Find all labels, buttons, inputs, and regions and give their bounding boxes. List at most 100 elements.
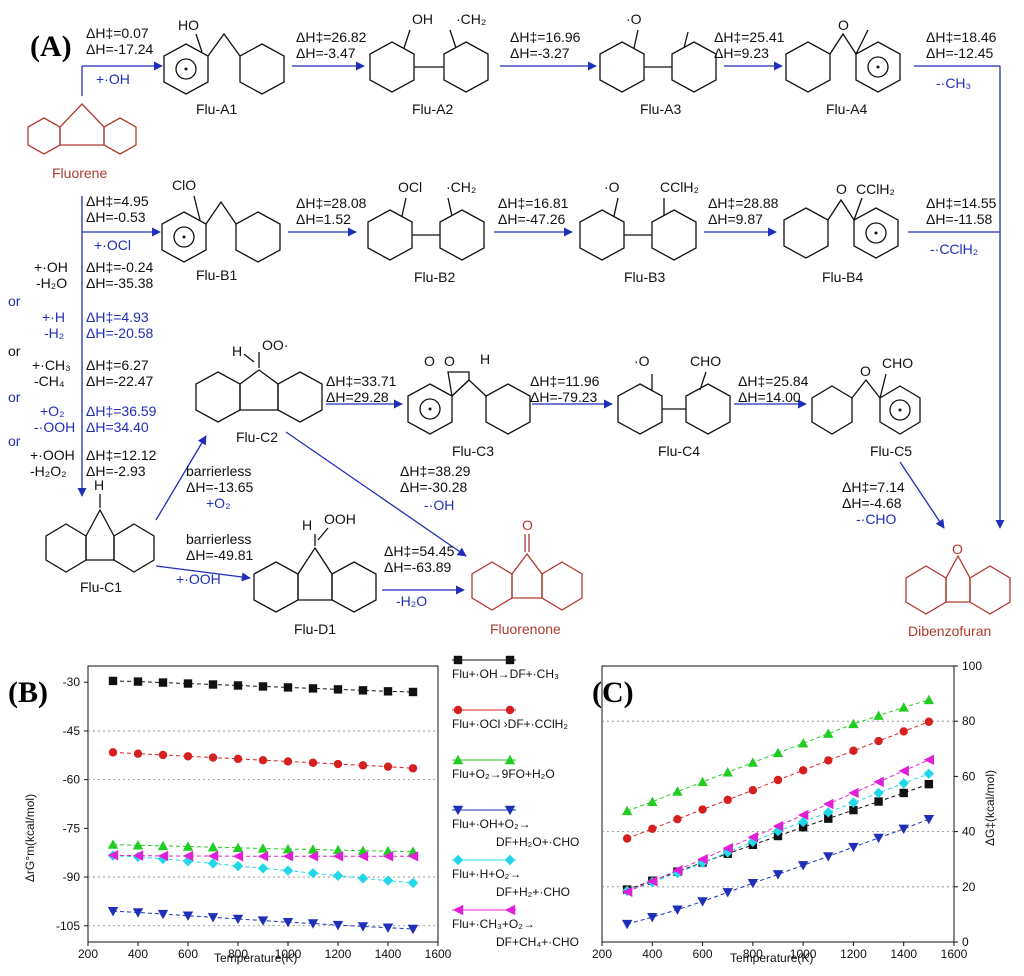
data-point — [133, 677, 143, 686]
reagent-plus-oh: +·OH — [96, 71, 130, 87]
x-tick-label: 1600 — [425, 947, 452, 961]
plot-frame — [87, 665, 439, 943]
legend-label: Flu+O₂→9FO+H₂O — [452, 767, 555, 781]
label-flu-a1: Flu-A1 — [196, 101, 237, 117]
x-tick-label: 1200 — [325, 947, 352, 961]
label-flu-c2: Flu-C2 — [236, 429, 278, 445]
data-point — [722, 888, 733, 898]
data-point — [383, 762, 393, 771]
molecule-flu-c2: H OO· Flu-C2 — [195, 337, 323, 445]
data-point — [697, 776, 708, 787]
data-point — [408, 687, 418, 697]
substituent-o-c5: O — [860, 363, 871, 379]
legend-marker — [453, 655, 463, 665]
data-point — [823, 852, 834, 862]
data-point — [848, 797, 859, 808]
data-point — [107, 906, 119, 917]
data-point — [648, 824, 657, 834]
label-flu-d1: Flu-D1 — [294, 621, 336, 637]
molecule-flu-b3: ·O CClH₂ Flu-B3 — [579, 179, 699, 285]
legend-entry: Flu+·CH₃+O₂→DF+CH₄+·CHO — [452, 904, 579, 949]
data-point — [621, 805, 633, 816]
series-5 — [621, 754, 935, 897]
label-dibenzofuran: Dibenzofuran — [908, 623, 991, 639]
data-point — [873, 776, 884, 788]
data-point — [798, 766, 808, 775]
data-point — [132, 908, 144, 918]
x-tick-label: 1000 — [275, 947, 302, 961]
arrow-c5-dibenzofuran — [899, 461, 945, 529]
molecule-flu-c1: H Flu-C1 — [45, 477, 155, 595]
data-point — [923, 768, 935, 779]
molecule-flu-c4: ·O CHO Flu-C4 — [617, 353, 731, 459]
energy-a5-ts: ΔH‡=18.46 — [926, 29, 997, 45]
reagent-minus-oh: -·OH — [424, 497, 454, 513]
data-point — [898, 765, 909, 777]
panel-label-a: (A) — [30, 30, 72, 63]
x-tick-label: 1600 — [941, 947, 968, 961]
series-0 — [108, 676, 418, 697]
data-point — [283, 757, 293, 766]
energy-d1fo-ts: ΔH‡=54.45 — [384, 543, 455, 559]
series-2 — [107, 839, 419, 856]
chart-b-ylabel: ΔrG°m(kcal/mol) — [23, 794, 37, 882]
label-flu-c3: Flu-C3 — [452, 443, 494, 459]
substituent-cho-c5: CHO — [882, 355, 913, 371]
energy-a2-h: ΔH=-3.47 — [296, 45, 356, 61]
data-point — [673, 814, 682, 824]
reagent-minus-cclh2: -·CClH₂ — [930, 241, 978, 257]
substituent-cho-c4: CHO — [690, 353, 721, 369]
series-3 — [621, 814, 935, 930]
data-point — [923, 754, 935, 766]
data-point — [282, 865, 294, 876]
data-point — [747, 879, 759, 889]
channel-h-b: -H₂ — [44, 325, 64, 341]
data-point — [772, 747, 784, 758]
data-point — [132, 850, 144, 861]
y-tick-label: -60 — [63, 773, 81, 787]
data-point — [697, 897, 708, 907]
energy-c-oh-h: ΔH=-35.38 — [86, 275, 154, 291]
data-point — [874, 736, 883, 746]
data-point — [697, 854, 708, 865]
data-point — [924, 779, 934, 789]
data-point — [208, 680, 218, 689]
y-tick-label: -90 — [63, 870, 81, 884]
data-point — [208, 753, 218, 762]
legend-entry: Flu+·OH→DF+·CH₃ — [452, 655, 559, 681]
channel-ch3-b: -CH₄ — [34, 373, 65, 389]
legend-marker — [452, 805, 464, 816]
arrow-c2-fluorenone — [285, 431, 467, 557]
substituent-ch2-b2: ·CH₂ — [446, 179, 476, 195]
data-point — [748, 786, 758, 795]
label-flu-a3: Flu-A3 — [640, 101, 681, 117]
data-point — [672, 905, 683, 915]
energy-c-ooh-ts: ΔH‡=12.12 — [86, 447, 157, 463]
legend-entry: Flu+·OH+O₂→DF+H₂O+·CHO — [452, 805, 579, 849]
energy-b3-ts: ΔH‡=16.81 — [498, 195, 569, 211]
substituent-o-b4: O — [836, 181, 847, 197]
substituent-h-c2: H — [232, 343, 242, 359]
data-point — [332, 851, 344, 862]
data-point — [874, 797, 883, 806]
data-point — [232, 851, 244, 862]
data-point — [747, 831, 759, 843]
molecule-fluorene: Fluorene — [27, 66, 137, 181]
substituent-clo: ClO — [172, 177, 196, 193]
energy-a1-h: ΔH=-17.24 — [86, 41, 154, 57]
data-point — [824, 756, 833, 765]
data-point — [723, 795, 732, 805]
energy-c-ch3-h: ΔH=-22.47 — [86, 373, 154, 389]
substituent-h-c3: H — [480, 351, 490, 367]
label-fluorene: Fluorene — [52, 165, 107, 181]
data-point — [358, 761, 368, 770]
data-point — [107, 839, 119, 849]
data-point — [898, 702, 909, 712]
energy-a5-h: ΔH=-12.45 — [926, 45, 994, 61]
data-point — [407, 877, 419, 889]
data-point — [772, 820, 784, 832]
data-point — [797, 816, 809, 828]
